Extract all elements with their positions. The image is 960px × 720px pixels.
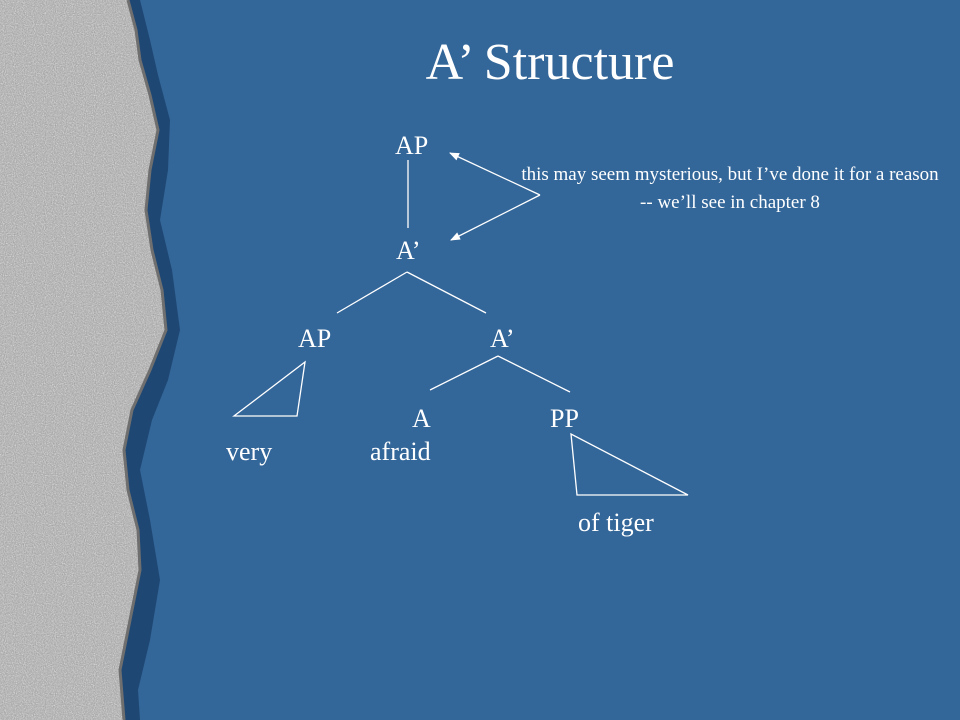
annotation-note: this may seem mysterious, but I’ve done … <box>521 164 939 213</box>
leaf-very: very <box>226 437 273 466</box>
edge-lower-abar-to-pp <box>497 355 571 393</box>
triangle-pp <box>570 432 689 496</box>
edge-abar-to-spec-ap <box>336 271 408 314</box>
edge-lower-abar-to-a <box>429 355 499 391</box>
node-a-bar-top: A’ <box>396 236 421 265</box>
arrow-to-ap <box>449 152 541 196</box>
edge-abar-to-lower-abar <box>406 271 487 314</box>
node-head-a: A <box>412 404 431 433</box>
leaf-afraid: afraid <box>370 437 431 466</box>
triangle-spec-ap <box>232 360 306 417</box>
slide-title: A’ Structure <box>425 34 675 91</box>
node-spec-ap: AP <box>298 324 332 353</box>
granite-border-decoration <box>0 0 180 720</box>
node-pp: PP <box>550 404 579 433</box>
node-root-ap: AP <box>395 131 429 160</box>
arrow-to-abar <box>450 194 541 241</box>
leaf-of-tiger: of tiger <box>578 508 654 537</box>
node-a-bar-lower: A’ <box>490 324 515 353</box>
